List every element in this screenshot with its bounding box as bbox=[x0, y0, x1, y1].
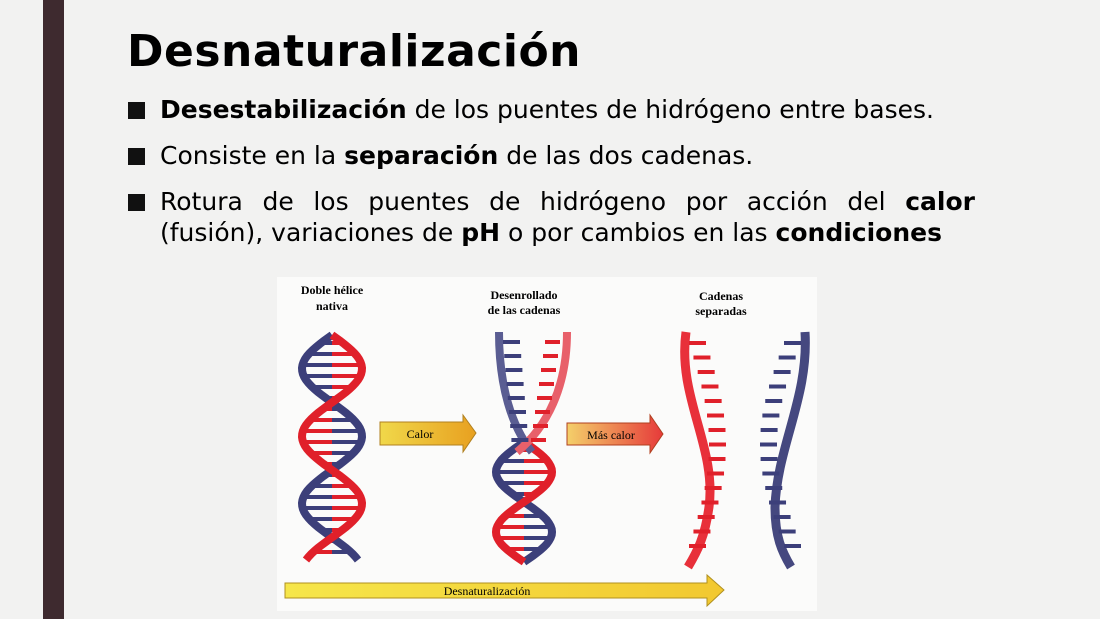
bullet-text: (fusión), variaciones de bbox=[160, 218, 462, 247]
label-native-line1: Doble hélice bbox=[301, 283, 364, 297]
label-native-line2: nativa bbox=[316, 299, 348, 313]
arrow-more-heat-label: Más calor bbox=[587, 428, 635, 442]
bullet-item: Rotura de los puentes de hidrógeno por a… bbox=[128, 186, 975, 248]
native-helix-red-strand bbox=[297, 331, 367, 563]
arrow-heat: Calor bbox=[379, 413, 477, 454]
bullet-text: o por cambios en las bbox=[500, 218, 776, 247]
label-separated-line2: separadas bbox=[695, 304, 747, 318]
bullet-bold: condiciones bbox=[775, 218, 942, 247]
dna-denaturation-figure: Doble hélice nativa Desenrollado de las … bbox=[277, 277, 817, 611]
slide-title: Desnaturalización bbox=[127, 26, 581, 77]
native-helix-blue-strand bbox=[297, 331, 367, 563]
bullet-text: de los puentes de hidrógeno entre bases. bbox=[406, 95, 934, 124]
unwinding-helix-red-strand bbox=[491, 438, 557, 566]
bullet-bold: separación bbox=[344, 141, 499, 170]
bullet-item: Desestabilización de los puentes de hidr… bbox=[128, 94, 975, 125]
unwinding-red-strand bbox=[514, 331, 571, 456]
bullet-list: Desestabilización de los puentes de hidr… bbox=[128, 94, 975, 263]
bullet-square-icon bbox=[128, 102, 145, 119]
bullet-bold: pH bbox=[461, 218, 501, 247]
bullet-item: Consiste en la separación de las dos cad… bbox=[128, 140, 975, 171]
bullet-bold: Desestabilización bbox=[160, 95, 407, 124]
bullet-square-icon bbox=[128, 194, 145, 211]
arrow-heat-label: Calor bbox=[407, 427, 434, 441]
arrow-denaturation: Desnaturalización bbox=[284, 573, 725, 608]
label-unwind-line2: de las cadenas bbox=[488, 303, 561, 317]
bullet-text: de las dos cadenas. bbox=[498, 141, 754, 170]
unwinding-blue-strand bbox=[495, 331, 536, 455]
slide-accent-bar bbox=[43, 0, 64, 619]
label-unwind-line1: Desenrollado bbox=[490, 288, 557, 302]
arrow-denaturation-label: Desnaturalización bbox=[444, 584, 531, 598]
bullet-square-icon bbox=[128, 148, 145, 165]
bullet-text: Consiste en la bbox=[160, 141, 345, 170]
bullet-bold: calor bbox=[905, 187, 975, 216]
label-separated-line1: Cadenas bbox=[699, 289, 743, 303]
bullet-text: Rotura de los puentes de hidrógeno por a… bbox=[160, 187, 906, 216]
dna-drawing bbox=[297, 331, 810, 570]
arrow-more-heat: Más calor bbox=[566, 413, 664, 455]
